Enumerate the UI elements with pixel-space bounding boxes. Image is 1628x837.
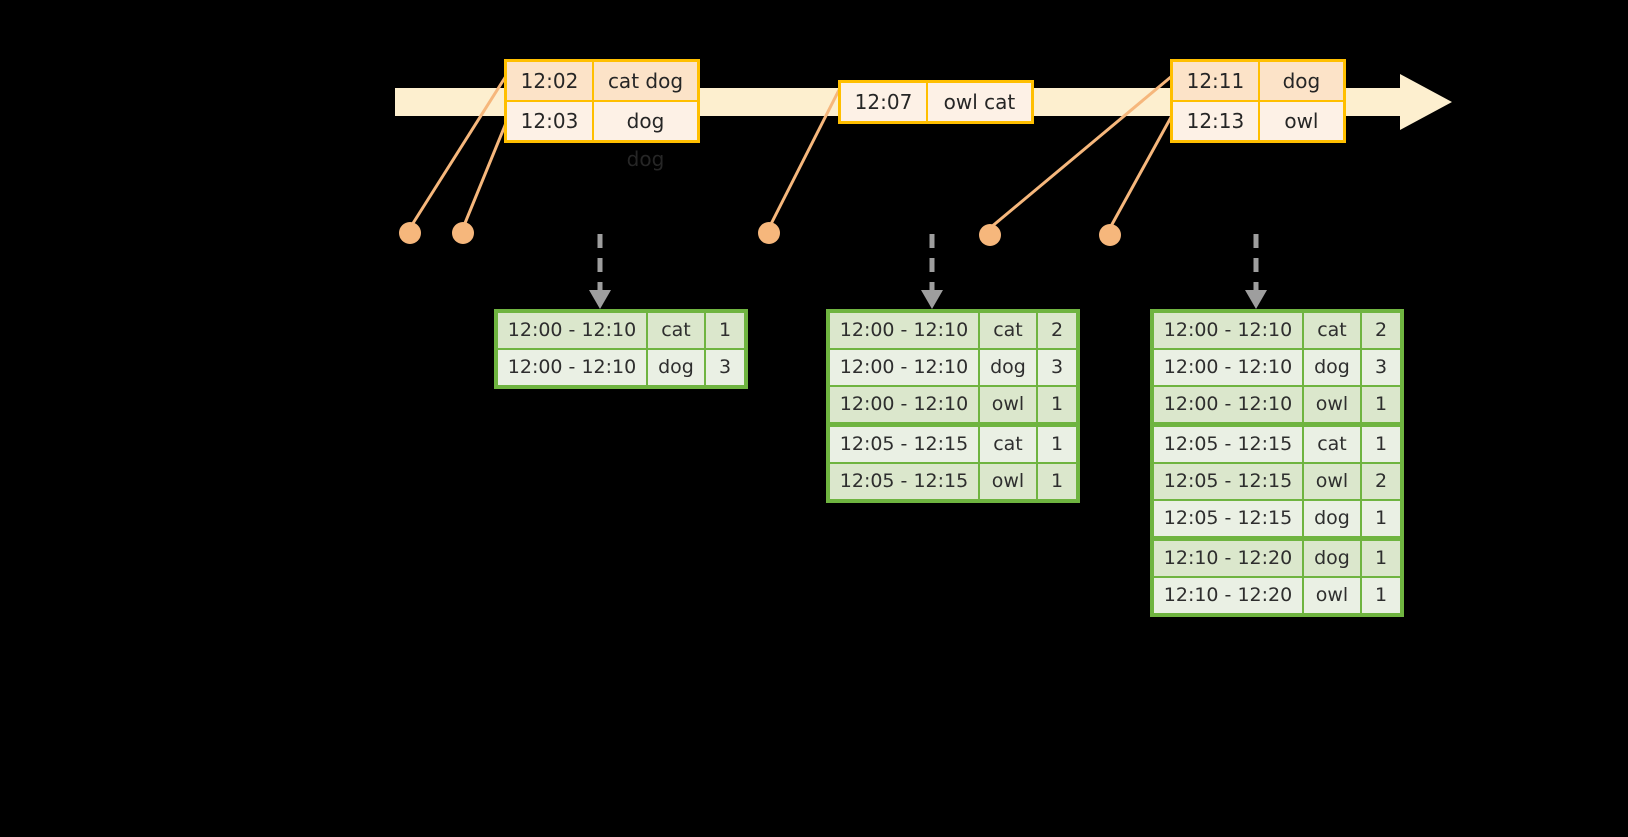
event-words: dog dog — [593, 102, 697, 171]
cell-word: dog — [980, 350, 1036, 385]
cell-window: 12:05 - 12:15 — [1154, 464, 1302, 499]
cell-word: cat — [980, 427, 1036, 462]
connector-line-2 — [461, 122, 508, 229]
watermark-dot-2[interactable] — [452, 222, 474, 244]
cell-window: 12:00 - 12:10 — [830, 313, 978, 348]
event-group-1[interactable]: 12:02 cat dog 12:03 dog dog — [504, 59, 700, 171]
cell-window: 12:00 - 12:10 — [1154, 387, 1302, 422]
dashed-arrow-3 — [1245, 234, 1267, 309]
cell-window: 12:10 - 12:20 — [1154, 578, 1302, 613]
cell-word: cat — [1304, 313, 1360, 348]
cell-word: dog — [1304, 541, 1360, 576]
event-time: 12:02 — [507, 62, 594, 100]
event-row[interactable]: 12:11 dog — [1173, 62, 1343, 100]
cell-count: 1 — [1362, 427, 1400, 462]
event-time: 12:07 — [841, 83, 928, 121]
cell-word: owl — [980, 464, 1036, 499]
cell-word: dog — [1304, 501, 1360, 536]
cell-word: dog — [648, 350, 704, 385]
cell-word: owl — [1304, 387, 1360, 422]
watermark-dot-1[interactable] — [399, 222, 421, 244]
cell-count: 3 — [1038, 350, 1076, 385]
dashed-arrow-2 — [921, 234, 943, 309]
cell-count: 1 — [706, 313, 744, 348]
cell-count: 1 — [1362, 501, 1400, 536]
cell-count: 1 — [1038, 464, 1076, 499]
event-group-3[interactable]: 12:11 dog 12:13 owl — [1170, 59, 1346, 143]
cell-window: 12:00 - 12:10 — [498, 350, 646, 385]
timeline-arrow-icon — [1400, 74, 1452, 130]
cell-window: 12:05 - 12:15 — [1154, 427, 1302, 462]
cell-word: owl — [980, 387, 1036, 422]
event-words: dog — [1259, 62, 1343, 100]
cell-count: 2 — [1362, 464, 1400, 499]
event-time: 12:11 — [1173, 62, 1260, 100]
cell-window: 12:00 - 12:10 — [1154, 313, 1302, 348]
watermark-dot-3[interactable] — [758, 222, 780, 244]
cell-window: 12:10 - 12:20 — [1154, 541, 1302, 576]
cell-count: 1 — [1362, 541, 1400, 576]
cell-count: 3 — [706, 350, 744, 385]
cell-count: 2 — [1038, 313, 1076, 348]
event-words: owl cat — [927, 83, 1031, 121]
dashed-arrow-1 — [589, 234, 611, 309]
cell-word: cat — [1304, 427, 1360, 462]
event-words: cat dog — [593, 62, 697, 100]
event-time: 12:03 — [507, 102, 594, 140]
cell-word: cat — [980, 313, 1036, 348]
cell-window: 12:05 - 12:15 — [830, 464, 978, 499]
cell-count: 1 — [1362, 387, 1400, 422]
cell-word: cat — [648, 313, 704, 348]
connector-line-5 — [1108, 109, 1177, 229]
cell-count: 2 — [1362, 313, 1400, 348]
watermark-dot-4[interactable] — [979, 224, 1001, 246]
cell-window: 12:00 - 12:10 — [1154, 350, 1302, 385]
cell-window: 12:00 - 12:10 — [498, 313, 646, 348]
event-words: owl — [1259, 102, 1343, 140]
event-time: 12:13 — [1173, 102, 1260, 140]
cell-word: owl — [1304, 464, 1360, 499]
event-row[interactable]: 12:07 owl cat — [841, 83, 1031, 121]
cell-word: owl — [1304, 578, 1360, 613]
event-row[interactable]: 12:02 cat dog — [507, 62, 697, 100]
cell-count: 1 — [1038, 387, 1076, 422]
cell-window: 12:00 - 12:10 — [830, 387, 978, 422]
cell-count: 3 — [1362, 350, 1400, 385]
cell-window: 12:05 - 12:15 — [830, 427, 978, 462]
cell-count: 1 — [1362, 578, 1400, 613]
event-row[interactable]: 12:13 owl — [1173, 100, 1343, 140]
cell-window: 12:05 - 12:15 — [1154, 501, 1302, 536]
watermark-dot-5[interactable] — [1099, 224, 1121, 246]
cell-window: 12:00 - 12:10 — [830, 350, 978, 385]
cell-word: dog — [1304, 350, 1360, 385]
event-group-2[interactable]: 12:07 owl cat — [838, 80, 1034, 124]
cell-count: 1 — [1038, 427, 1076, 462]
event-row[interactable]: 12:03 dog dog — [507, 100, 697, 171]
